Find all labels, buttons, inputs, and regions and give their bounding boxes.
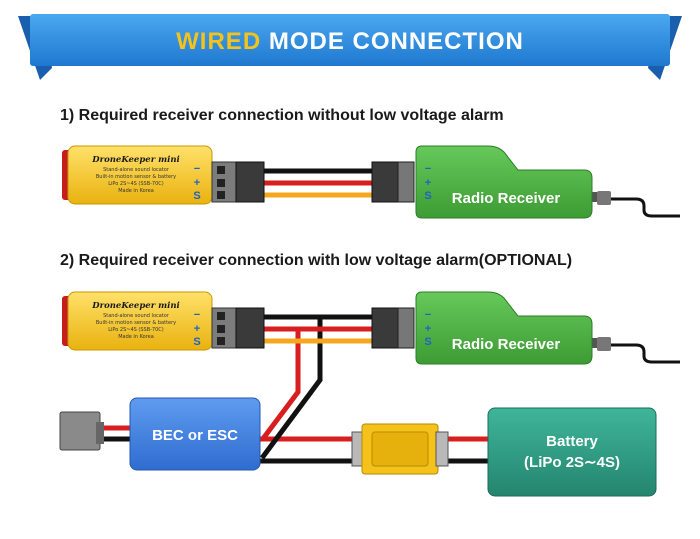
rx-2-pin-signal: S (424, 336, 431, 348)
servo-header-2 (211, 307, 265, 349)
rx-2-pin-minus: − (425, 309, 431, 321)
banner-title-rest: MODE CONNECTION (261, 28, 524, 55)
device-1-brand: DroneKeeper mini (91, 155, 180, 165)
device-1-line: Stand-alone sound locator (103, 167, 170, 173)
rx-1-pin-minus: − (425, 163, 431, 175)
device-1-line: Built-in motion sensor & battery (96, 174, 176, 180)
dronekeeper-device-1: DroneKeeper mini Stand-alone sound locat… (62, 145, 213, 205)
device-2-pin-plus: + (194, 323, 200, 335)
rx-1-pin-plus: + (425, 177, 431, 189)
device-1-line: Made in Korea (118, 188, 154, 194)
rx-2-pin-plus: + (425, 323, 431, 335)
battery-label: Battery (546, 433, 598, 450)
battery-spec: (LiPo 2S∼4S) (524, 454, 620, 471)
section-1-wires (264, 168, 376, 198)
servo-plug-rx-1 (371, 161, 415, 203)
battery-box: Battery (LiPo 2S∼4S) (487, 407, 657, 497)
device-2-line: Stand-alone sound locator (103, 313, 170, 319)
section-1-title: 1) Required receiver connection without … (60, 107, 504, 124)
device-2-line: Built-in motion sensor & battery (96, 320, 176, 326)
device-2-pin-signal: S (193, 336, 200, 348)
rx-1-pin-signal: S (424, 190, 431, 202)
section-2-wires (102, 314, 494, 464)
radio-receiver-1: − + S Radio Receiver (415, 145, 680, 219)
device-1-line: LiPo 2S~4S (SSB-70C) (108, 181, 164, 187)
bec-label: BEC or ESC (152, 427, 238, 444)
banner-title-accent: WIRED (176, 28, 261, 55)
input-connector (59, 411, 104, 451)
title-banner: WIRED MODE CONNECTION (18, 14, 682, 80)
rx-2-label: Radio Receiver (452, 336, 561, 353)
device-1-pin-plus: + (194, 177, 200, 189)
banner-title: WIRED MODE CONNECTION (176, 28, 524, 55)
device-2-brand: DroneKeeper mini (91, 301, 180, 311)
device-1-pin-minus: − (194, 163, 200, 175)
dronekeeper-device-2: DroneKeeper mini Stand-alone sound locat… (62, 291, 213, 351)
device-2-line: LiPo 2S~4S (SSB-70C) (108, 327, 164, 333)
xt60-connector (351, 423, 449, 475)
device-2-pin-minus: − (194, 309, 200, 321)
rx-1-label: Radio Receiver (452, 190, 561, 207)
bec-or-esc-box: BEC or ESC (129, 397, 261, 471)
device-1-pin-signal: S (193, 190, 200, 202)
section-2-title: 2) Required receiver connection with low… (60, 252, 572, 269)
servo-header-1 (211, 161, 265, 203)
servo-plug-rx-2 (371, 307, 415, 349)
device-2-line: Made in Korea (118, 334, 154, 340)
radio-receiver-2: − + S Radio Receiver (415, 291, 680, 365)
